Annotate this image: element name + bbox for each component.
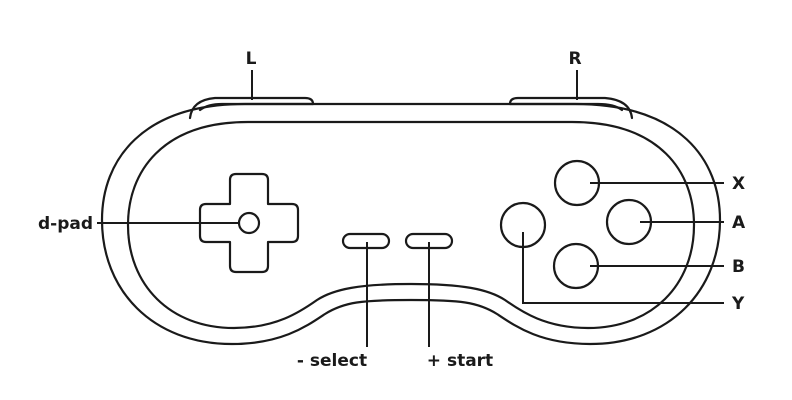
label-select: - select [297,351,367,371]
dpad-center-circle [237,211,261,235]
right-shoulder-bumper [508,96,634,120]
label-l: L [246,49,257,69]
dpad-cross[interactable] [198,172,300,274]
label-b: B [732,257,745,277]
label-start: + start [427,351,493,371]
label-x: X [732,174,745,194]
controller-body-inner [126,120,696,330]
label-dpad: d-pad [38,214,93,234]
label-y: Y [731,294,745,314]
label-r: R [568,49,581,69]
label-a: A [732,213,746,233]
leader-line-y [522,232,724,304]
left-shoulder-bumper [188,96,315,120]
